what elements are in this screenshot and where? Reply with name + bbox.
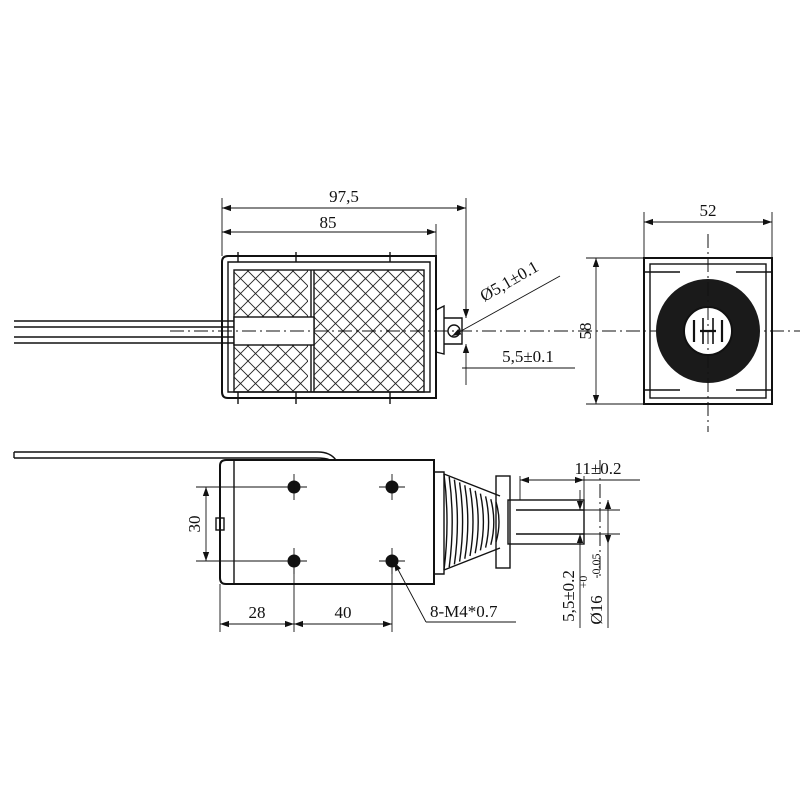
dim-body-length: 85 xyxy=(320,213,337,232)
dim-plunger-dia: Ø16 xyxy=(587,595,606,624)
dim-mount-offset: 28 xyxy=(249,603,266,622)
mounting-holes xyxy=(281,474,405,574)
dim-threads: 8-M4*0.7 xyxy=(430,602,498,621)
top-lead-wire xyxy=(14,451,337,461)
frame-outline xyxy=(221,255,437,399)
dim-height: 58 xyxy=(576,323,595,340)
dim-overall-length: 97,5 xyxy=(329,187,359,206)
dim-pin-offset: 5,5±0.1 xyxy=(502,347,554,366)
top-view-body xyxy=(219,459,435,585)
dim-plunger-step: 5,5±0.2 xyxy=(559,570,578,622)
return-spring xyxy=(443,473,501,571)
dim-width: 52 xyxy=(700,201,717,220)
dim-plunger-tip: 11±0.2 xyxy=(575,459,622,478)
top-view: 11±0.2 5,5±0.2 Ø16 +0 -0.05 30 28 40 8-M… xyxy=(13,451,640,632)
plunger-shaft xyxy=(507,499,585,545)
dim-mount-pitch: 40 xyxy=(335,603,352,622)
dim-plunger-tol-upper: +0 xyxy=(576,576,590,589)
dim-mount-spacing: 30 xyxy=(185,516,204,533)
end-view: 52 58 xyxy=(576,201,773,432)
dim-plunger-tol-lower: -0.05 xyxy=(589,554,603,579)
section-view: 97,5 85 Ø5,1±0.1 5,5±0.1 xyxy=(14,187,800,404)
dim-pin-hole: Ø5,1±0.1 xyxy=(477,257,542,306)
